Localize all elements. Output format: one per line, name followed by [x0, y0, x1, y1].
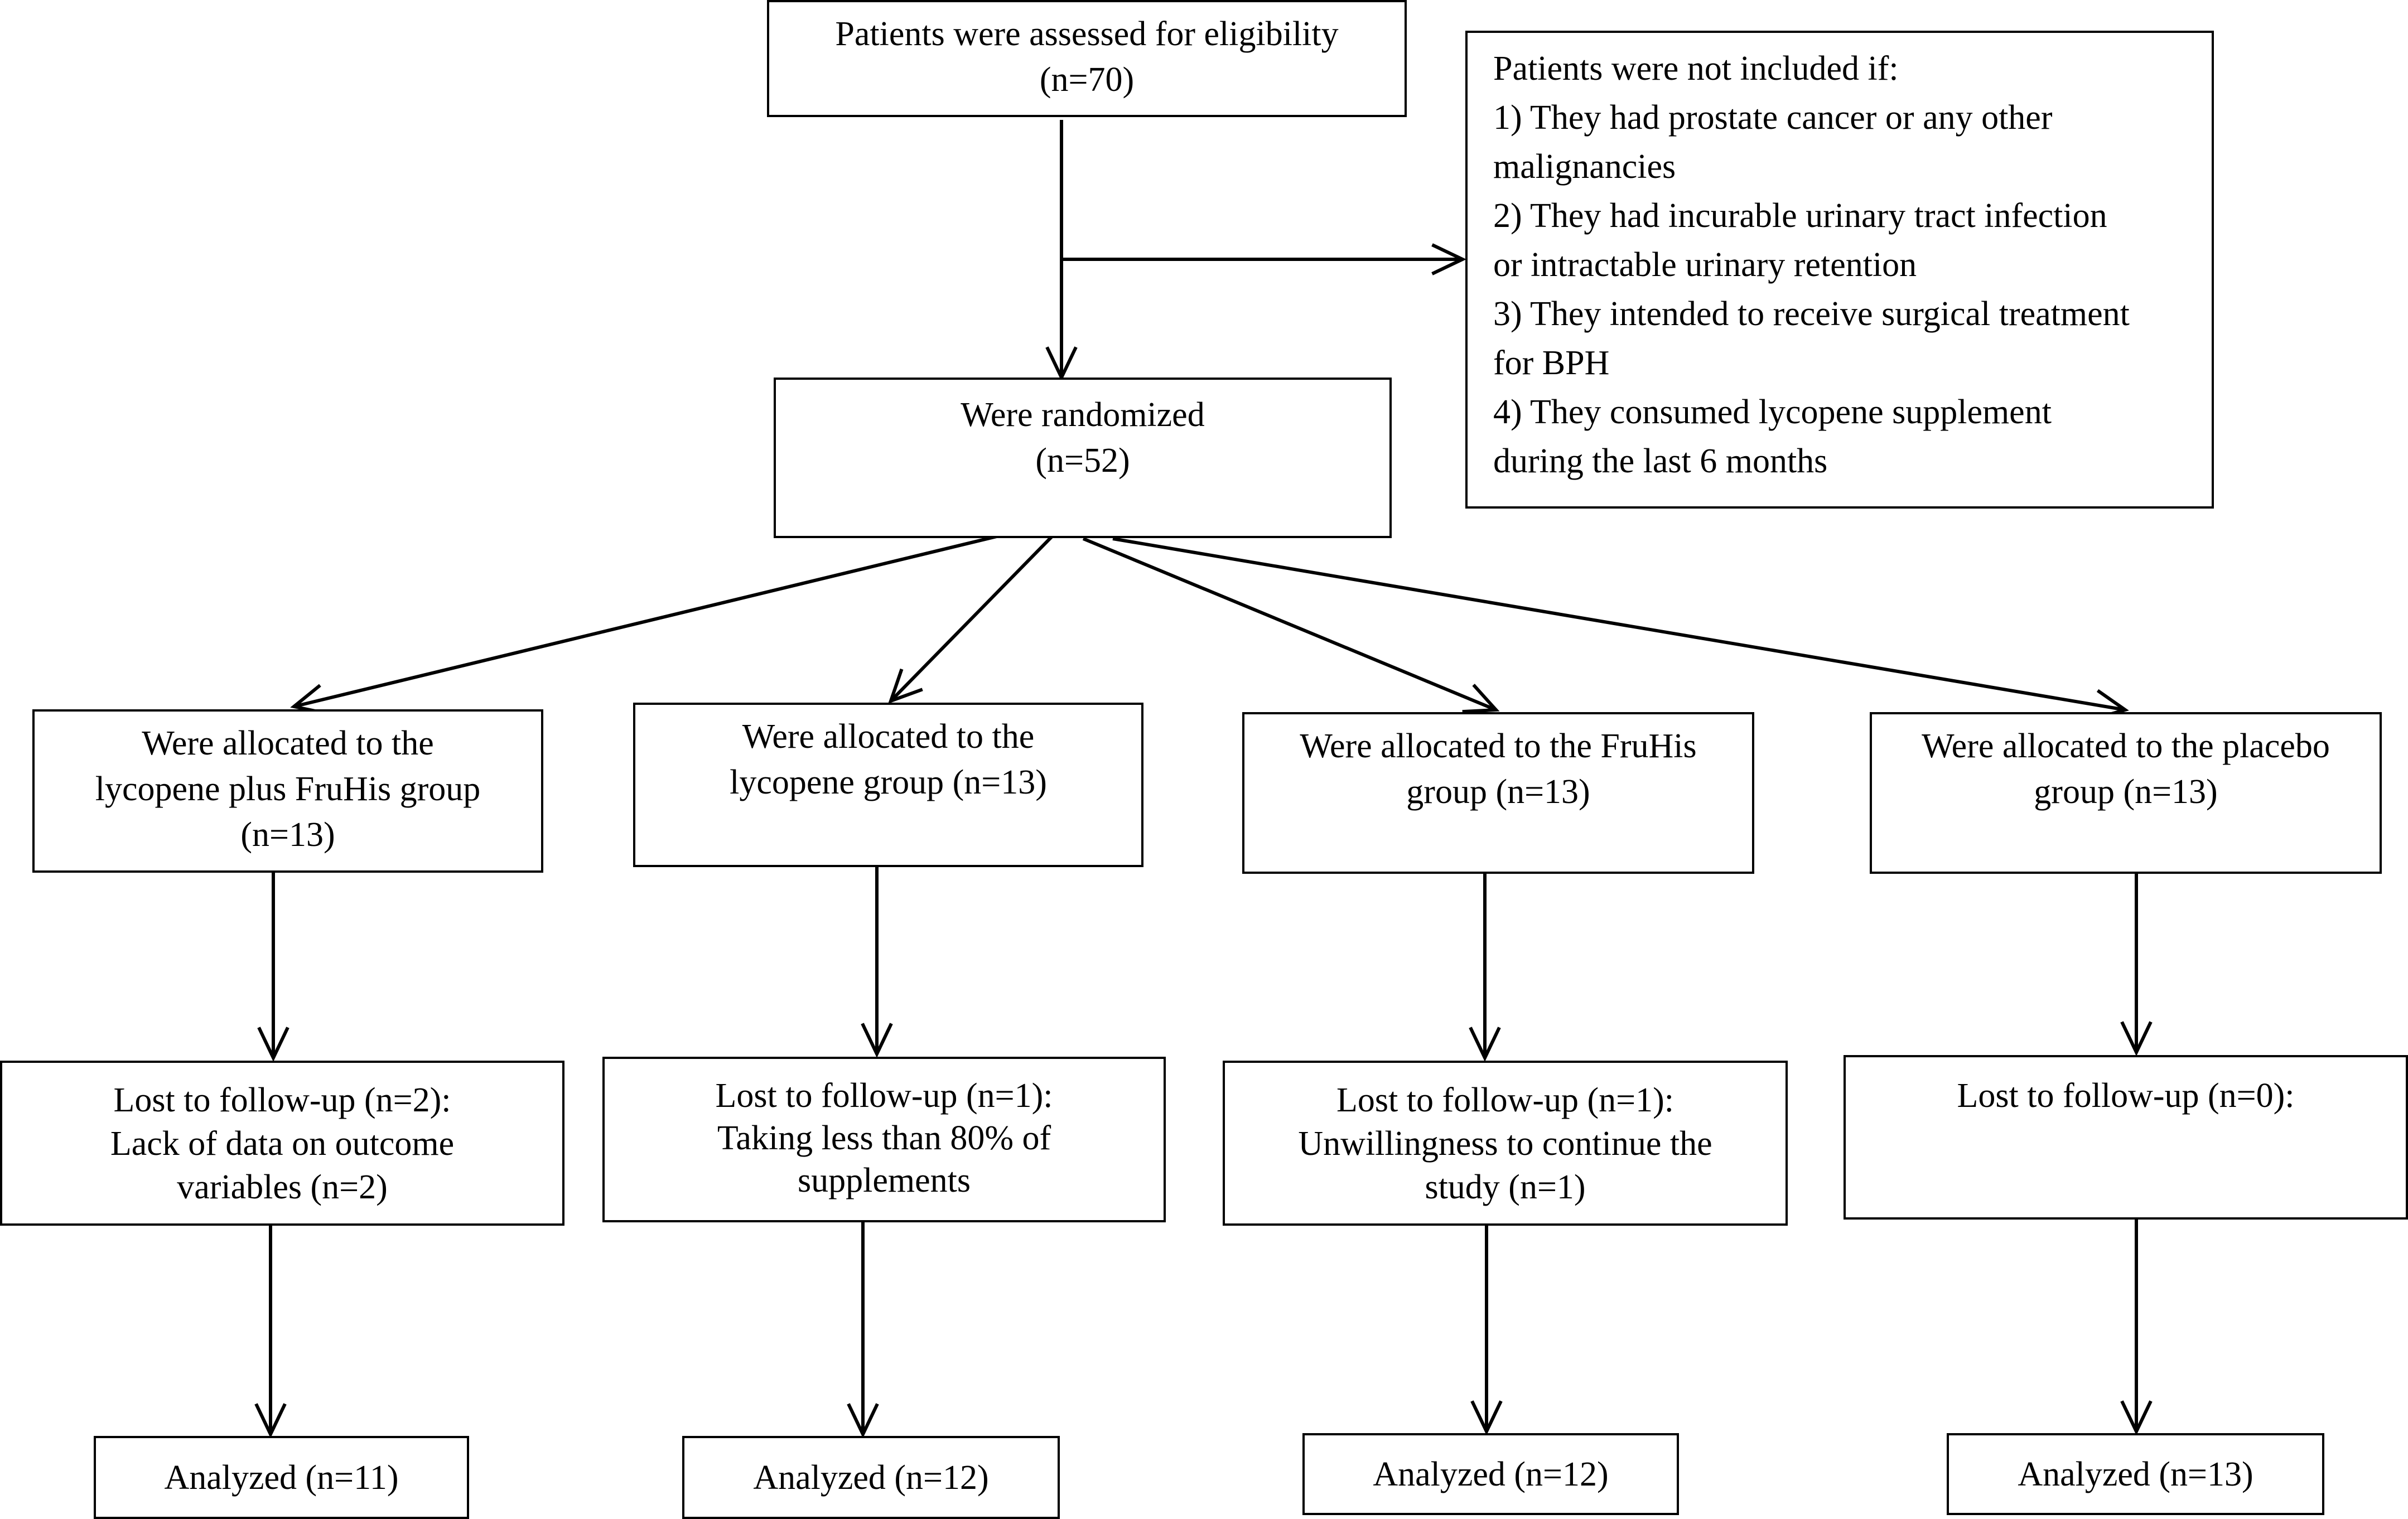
allocated-line: Were allocated to the [142, 724, 434, 762]
assessed-box: Patients were assessed for eligibility (… [767, 0, 1407, 117]
allocated-line: Were allocated to the [742, 718, 1035, 756]
allocated-box-2: Were allocated to the lycopene group (n=… [633, 703, 1143, 867]
analyzed-box-2: Analyzed (n=12) [682, 1436, 1060, 1519]
lost-line: Lack of data on outcome [110, 1125, 455, 1163]
allocated-box-3: Were allocated to the FruHis group (n=13… [1242, 712, 1754, 874]
analyzed-label: Analyzed (n=13) [2018, 1455, 2253, 1493]
exclusion-line: 4) They consumed lycopene supplement [1493, 393, 2052, 431]
lost-box-1: Lost to follow-up (n=2): Lack of data on… [0, 1061, 564, 1226]
lost-line: supplements [798, 1162, 971, 1199]
assessed-line: Patients were assessed for eligibility [835, 15, 1339, 53]
allocated-line: lycopene group (n=13) [730, 763, 1047, 801]
exclusion-line: during the last 6 months [1493, 442, 1828, 480]
lost-line: Unwillingness to continue the [1298, 1125, 1712, 1163]
randomized-box: Were randomized (n=52) [774, 378, 1392, 538]
exclusion-line: 3) They intended to receive surgical tre… [1493, 295, 2130, 333]
arrow-randomized-to-group-2 [888, 534, 1055, 704]
allocated-line: lycopene plus FruHis group [95, 770, 481, 808]
allocated-line: Were allocated to the FruHis [1300, 727, 1697, 765]
lost-line: Lost to follow-up (n=2): [113, 1081, 451, 1119]
lost-box-3: Lost to follow-up (n=1): Unwillingness t… [1223, 1061, 1788, 1226]
arrow-randomized-to-group-1 [290, 534, 1002, 715]
allocated-line: group (n=13) [2034, 773, 2218, 811]
analyzed-box-4: Analyzed (n=13) [1947, 1433, 2324, 1515]
lost-line: Lost to follow-up (n=1): [1336, 1081, 1674, 1119]
arrow-randomized-to-group-3 [1082, 537, 1500, 714]
analyzed-label: Analyzed (n=12) [753, 1458, 989, 1497]
exclusion-line: for BPH [1493, 344, 1610, 382]
analyzed-label: Analyzed (n=12) [1373, 1455, 1609, 1493]
lost-line: Taking less than 80% of [717, 1119, 1051, 1157]
lost-line: variables (n=2) [177, 1168, 388, 1206]
allocated-line: Were allocated to the placebo [1922, 727, 2330, 765]
lost-line: study (n=1) [1425, 1168, 1586, 1206]
lost-line: Lost to follow-up (n=1): [715, 1077, 1053, 1115]
exclusion-line: 1) They had prostate cancer or any other [1493, 99, 2053, 137]
lost-line: Lost to follow-up (n=0): [1957, 1077, 2295, 1115]
exclusion-line: or intractable urinary retention [1493, 246, 1917, 284]
exclusion-line: 2) They had incurable urinary tract infe… [1493, 197, 2107, 235]
analyzed-box-3: Analyzed (n=12) [1302, 1433, 1679, 1515]
randomized-line: (n=52) [1035, 442, 1130, 480]
exclusion-criteria-box: Patients were not included if: 1) They h… [1465, 31, 2214, 509]
allocated-box-1: Were allocated to the lycopene plus FruH… [32, 709, 543, 873]
exclusion-heading: Patients were not included if: [1493, 50, 1899, 88]
exclusion-line: malignancies [1493, 148, 1676, 186]
arrow-randomized-to-group-4 [1112, 537, 2129, 721]
randomized-line: Were randomized [961, 396, 1205, 434]
lost-box-4: Lost to follow-up (n=0): [1844, 1055, 2408, 1220]
analyzed-box-1: Analyzed (n=11) [94, 1436, 469, 1519]
allocated-line: group (n=13) [1406, 773, 1590, 811]
assessed-line: (n=70) [1039, 61, 1135, 99]
analyzed-label: Analyzed (n=11) [164, 1458, 399, 1497]
allocated-line: (n=13) [240, 816, 335, 854]
allocated-box-4: Were allocated to the placebo group (n=1… [1870, 712, 2382, 874]
lost-box-2: Lost to follow-up (n=1): Taking less tha… [602, 1057, 1166, 1222]
